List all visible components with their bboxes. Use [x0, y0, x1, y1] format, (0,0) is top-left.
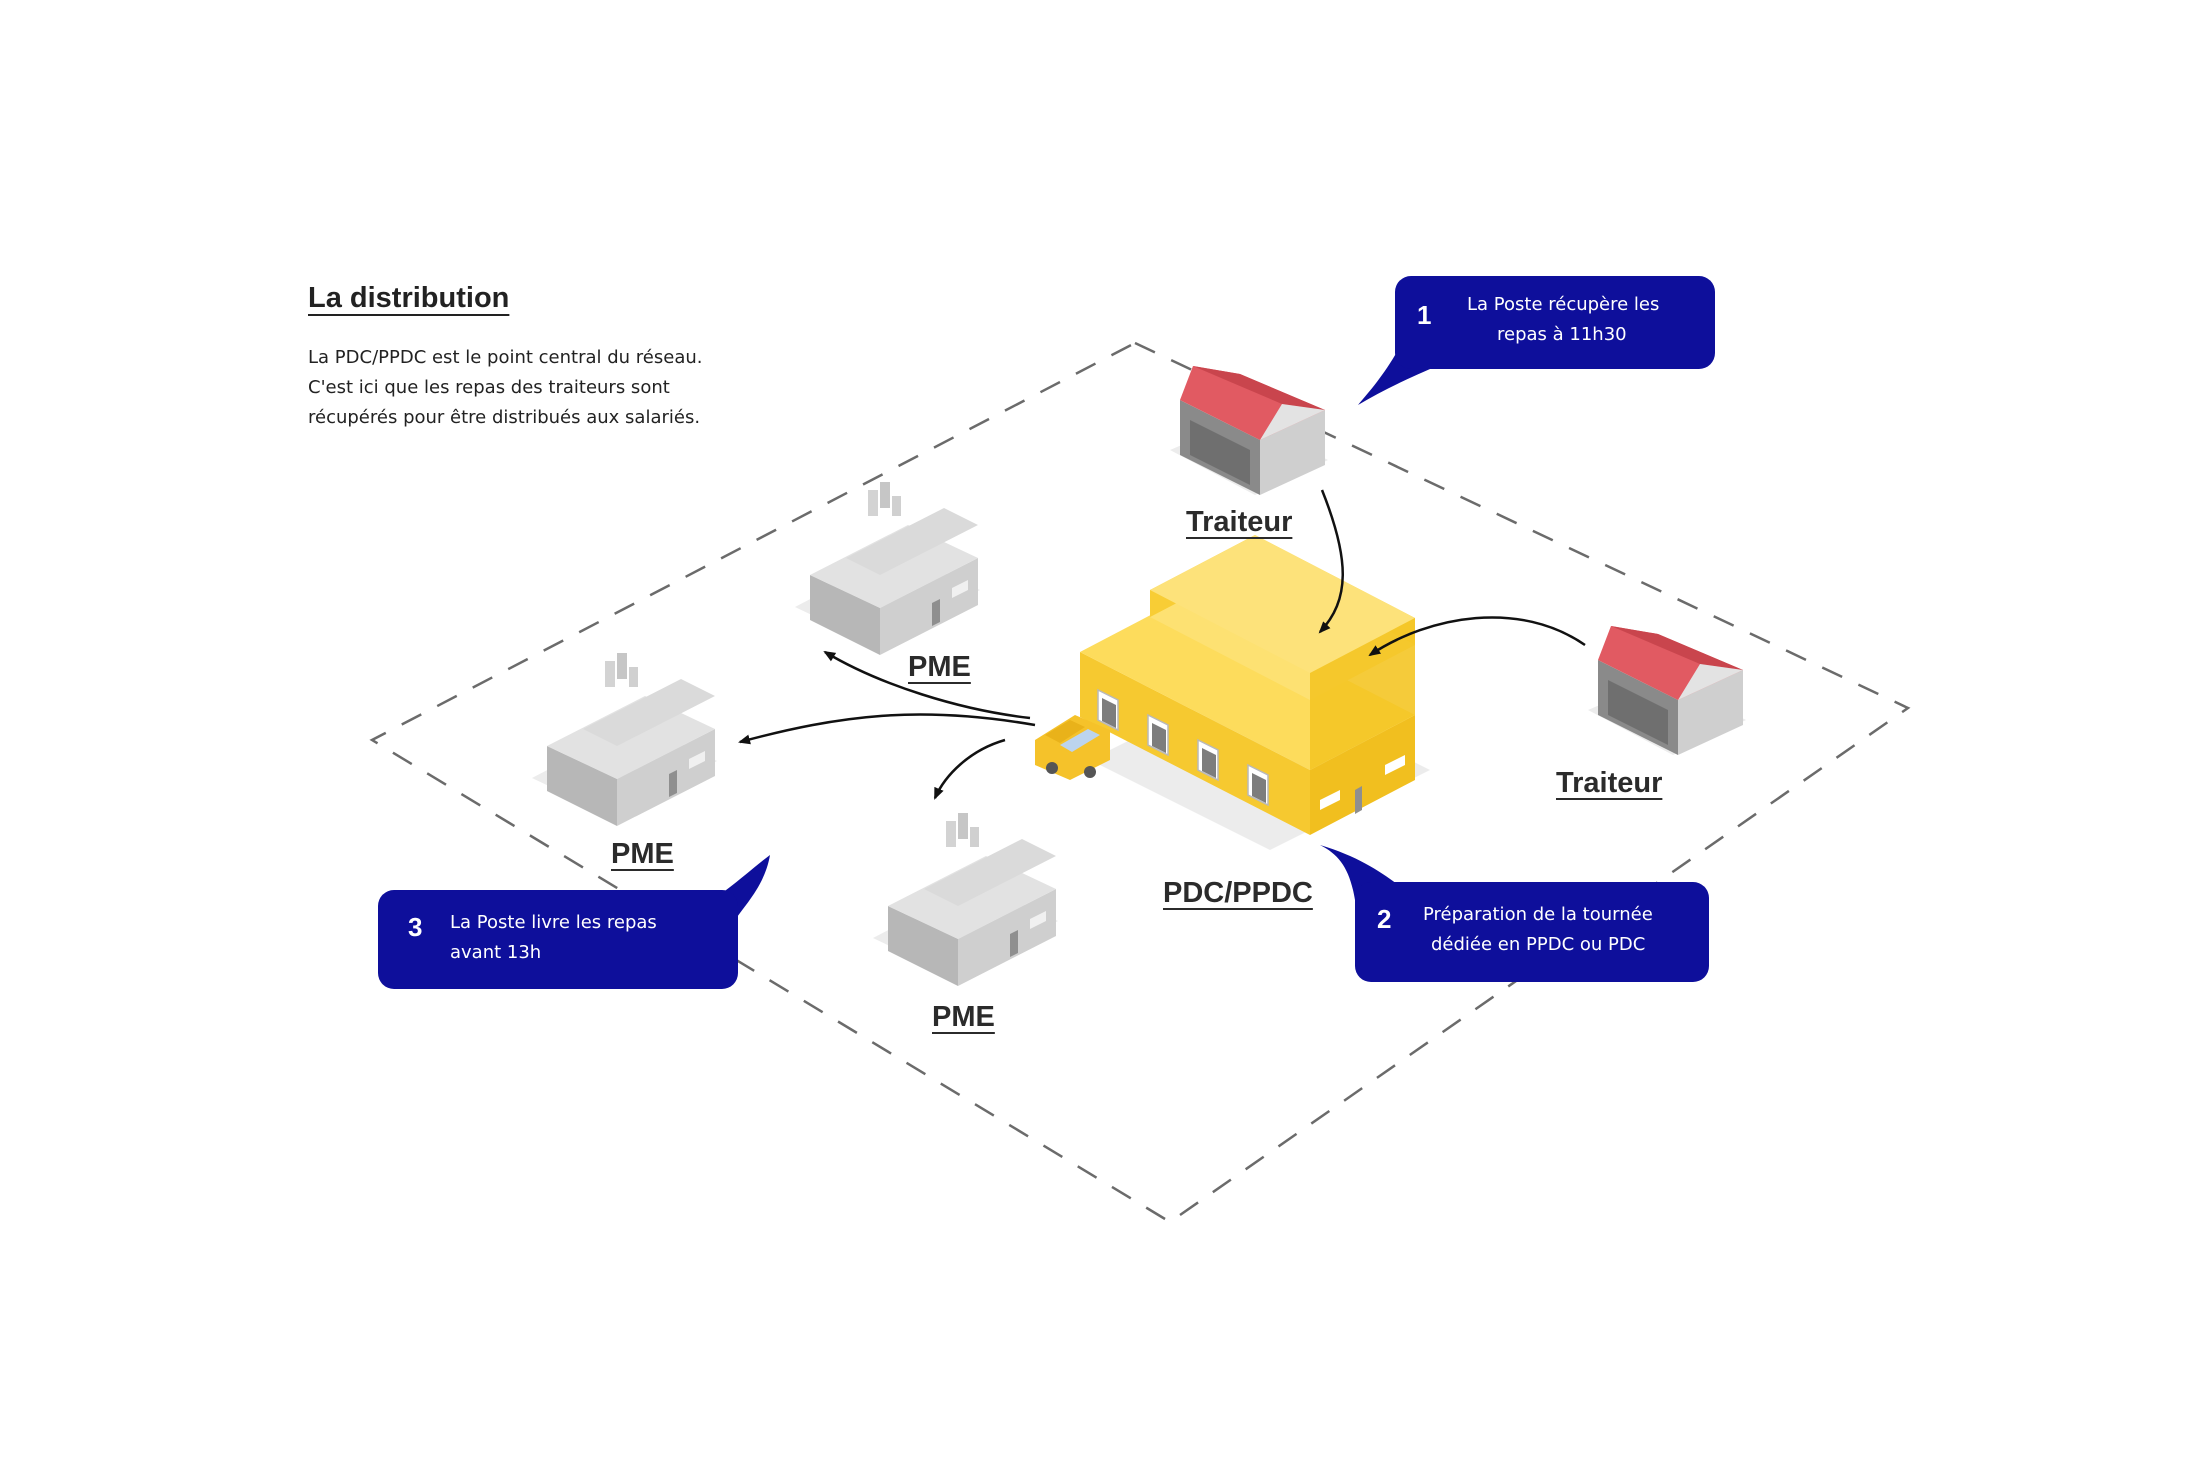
intro-description: La PDC/PPDC est le point central du rése…	[308, 343, 788, 433]
callout-3-line-1: La Poste livre les repas	[450, 912, 657, 933]
callout-2-line-1: Préparation de la tournée	[1423, 904, 1653, 925]
intro-line-3: récupérés pour être distribués aux salar…	[308, 407, 701, 428]
callout-1-line-1: La Poste récupère les	[1467, 294, 1660, 315]
label-pme-top: PME	[908, 651, 971, 683]
callout-step-1: 1 La Poste récupère les repas à 11h30	[1395, 276, 1715, 369]
intro-line-1: La PDC/PPDC est le point central du rése…	[308, 347, 703, 368]
arrow-hub-to-pme-left	[738, 713, 1036, 745]
area-boundary	[369, 341, 1911, 1224]
arrow-hub-to-pme-bottom	[933, 738, 1006, 800]
arrow-traiteur-top-to-hub	[1318, 489, 1344, 634]
callout-3-line-2: avant 13h	[450, 942, 542, 963]
callout-1-number: 1	[1417, 300, 1432, 330]
callout-2-text: Préparation de la tournée dédiée en PPDC…	[1423, 900, 1653, 960]
arrow-traiteur-right-to-hub	[1368, 616, 1586, 657]
traiteur-house-right	[1588, 626, 1746, 755]
hub-building	[1035, 535, 1430, 850]
pme-building-bottom	[873, 813, 1058, 986]
label-hub: PDC/PPDC	[1163, 877, 1313, 909]
label-traiteur-right: Traiteur	[1556, 767, 1663, 799]
pme-building-top	[795, 482, 980, 655]
callout-1-text: La Poste récupère les repas à 11h30	[1467, 290, 1659, 350]
callout-2-number: 2	[1377, 904, 1392, 934]
pme-building-left	[532, 653, 717, 826]
callout-step-3: 3 La Poste livre les repas avant 13h	[378, 890, 738, 989]
page-title: La distribution	[308, 282, 510, 314]
label-pme-left: PME	[611, 838, 674, 870]
callout-step-2: 2 Préparation de la tournée dédiée en PP…	[1355, 882, 1709, 982]
label-pme-bottom: PME	[932, 1001, 995, 1033]
arrow-hub-to-pme-top	[823, 650, 1031, 720]
callout-3-number: 3	[408, 912, 423, 942]
traiteur-house-top	[1170, 366, 1328, 495]
callout-1-line-2: repas à 11h30	[1497, 324, 1627, 345]
callout-3-text: La Poste livre les repas avant 13h	[450, 908, 657, 968]
callout-2-line-2: dédiée en PPDC ou PDC	[1431, 934, 1646, 955]
label-traiteur-top: Traiteur	[1186, 506, 1293, 538]
intro-line-2: C'est ici que les repas des traiteurs so…	[308, 377, 670, 398]
